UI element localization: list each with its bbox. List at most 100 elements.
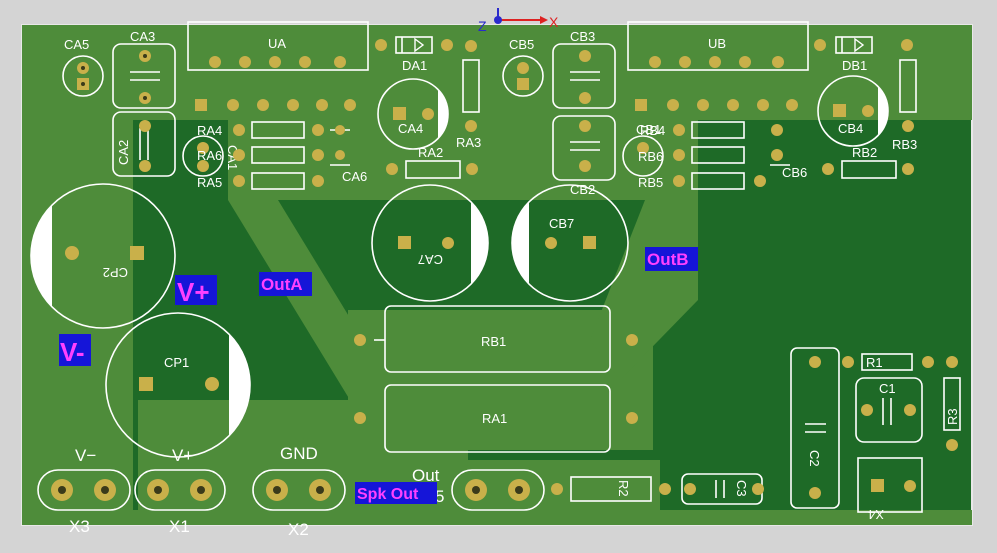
label-out-num: 5 [435, 487, 444, 506]
component-C3[interactable]: C3 [681, 473, 764, 505]
component-R2[interactable]: R2 [551, 476, 671, 502]
label-CB1: CB1 [636, 122, 661, 137]
label-CB7: CB7 [549, 216, 574, 231]
component-R1[interactable]: R1 [842, 353, 934, 371]
component-RA2[interactable]: RA2 [386, 145, 478, 179]
label-CA6: CA6 [342, 169, 367, 184]
net-label-spk-out[interactable]: Spk Out [355, 482, 437, 504]
component-CA5[interactable]: CA5 [62, 37, 104, 97]
label-X4: X4 [868, 507, 884, 522]
label-R2: R2 [616, 480, 631, 497]
label-C1: C1 [879, 381, 896, 396]
label-RB1: RB1 [481, 334, 506, 349]
component-CA2[interactable]: CA2 [112, 111, 176, 177]
label-RA2: RA2 [418, 145, 443, 160]
component-DB1[interactable]: DB1 [814, 36, 913, 73]
component-RA1[interactable]: RA1 [354, 384, 638, 453]
component-RA5[interactable]: RA5 [197, 172, 324, 190]
label-RB6: RB6 [638, 149, 663, 164]
component-RB1[interactable]: RB1 [354, 305, 638, 373]
label-X1: X1 [169, 517, 190, 536]
net-label-vplus[interactable]: V+ [175, 275, 217, 307]
label-UB: UB [708, 36, 726, 51]
label-vminus: V− [75, 446, 96, 465]
component-RB4[interactable]: RB4 [640, 121, 783, 139]
ub-bottom-pins [635, 99, 798, 111]
connector-X1[interactable]: V+ X1 [134, 446, 226, 536]
component-RA4[interactable]: RA4 [197, 121, 324, 139]
component-C1[interactable]: C1 [855, 377, 923, 443]
label-C3: C3 [734, 480, 749, 497]
component-C2[interactable]: C2 [790, 347, 840, 509]
label-DB1: DB1 [842, 58, 867, 73]
component-CA7[interactable]: CA7 [371, 184, 489, 302]
net-label-outA[interactable]: OutA [259, 272, 312, 296]
net-label-outB[interactable]: OutB [645, 247, 698, 271]
component-CA4[interactable]: CA4 [377, 78, 449, 150]
label-DA1: DA1 [402, 58, 427, 73]
axis-z-label: Z [478, 18, 487, 34]
component-RA6[interactable]: RA6 [197, 146, 324, 164]
component-RB3[interactable]: RB3 [892, 59, 917, 152]
label-RB2: RB2 [852, 145, 877, 160]
label-R3: R3 [945, 408, 960, 425]
component-CB2[interactable]: CB2 [552, 115, 616, 197]
label-RA1: RA1 [482, 411, 507, 426]
label-CA7: CA7 [418, 252, 443, 267]
axis-x-label: X [549, 14, 559, 30]
label-R1: R1 [866, 355, 883, 370]
label-X3: X3 [69, 517, 90, 536]
label-vplus: V+ [172, 446, 193, 465]
label-CA5: CA5 [64, 37, 89, 52]
label-RA3: RA3 [456, 135, 481, 150]
label-CB6: CB6 [782, 165, 807, 180]
label-CB5: CB5 [509, 37, 534, 52]
label-RA6: RA6 [197, 148, 222, 163]
component-CA3[interactable]: CA3 [112, 29, 176, 109]
label-C2: C2 [807, 450, 822, 467]
component-CB1[interactable]: CB1 [622, 122, 664, 177]
component-DA1[interactable]: DA1 [375, 36, 453, 73]
label-X2: X2 [288, 520, 309, 539]
label-RB4: RB4 [640, 123, 665, 138]
component-RA3[interactable]: RA3 [456, 40, 481, 150]
label-CA3: CA3 [130, 29, 155, 44]
component-UA[interactable]: UA [187, 21, 369, 71]
component-RB5[interactable]: RB5 [638, 172, 766, 190]
net-label-vminus-text: V- [60, 337, 85, 367]
component-CP2[interactable]: CP2 [30, 183, 176, 329]
label-RB3: RB3 [892, 137, 917, 152]
label-out: Out [412, 466, 440, 485]
net-label-outB-text: OutB [647, 250, 689, 269]
label-CP2: CP2 [103, 265, 128, 280]
component-CB6[interactable]: CB6 [770, 164, 807, 180]
label-CA2: CA2 [116, 140, 131, 165]
label-RB5: RB5 [638, 175, 663, 190]
net-label-outA-text: OutA [261, 275, 303, 294]
connector-X3[interactable]: V− X3 [37, 446, 131, 536]
connector-X2[interactable]: GND X2 [252, 444, 346, 539]
component-RB2[interactable]: RB2 [822, 145, 914, 179]
label-CA4: CA4 [398, 121, 423, 136]
component-CB7[interactable]: CB7 [511, 184, 629, 302]
component-CP1[interactable]: CP1 [105, 312, 251, 458]
component-UB[interactable]: UB [627, 21, 809, 71]
component-CB4[interactable]: CB4 [817, 75, 889, 147]
component-R3[interactable]: R3 [943, 356, 961, 451]
component-CA6[interactable]: CA6 [330, 125, 367, 184]
label-CP1: CP1 [164, 355, 189, 370]
label-RA4: RA4 [197, 123, 222, 138]
connector-out[interactable]: Out 5 [412, 466, 545, 511]
component-X4[interactable]: X4 [857, 457, 923, 522]
net-label-vminus[interactable]: V- [59, 334, 91, 367]
label-CB4: CB4 [838, 121, 863, 136]
component-RB6[interactable]: RB6 [638, 146, 783, 164]
label-CB3: CB3 [570, 29, 595, 44]
net-label-spk-out-text: Spk Out [357, 486, 419, 503]
component-CB3[interactable]: CB3 [552, 29, 616, 109]
component-CB5[interactable]: CB5 [502, 37, 544, 97]
copper-pours [22, 25, 972, 525]
label-gnd: GND [280, 444, 318, 463]
